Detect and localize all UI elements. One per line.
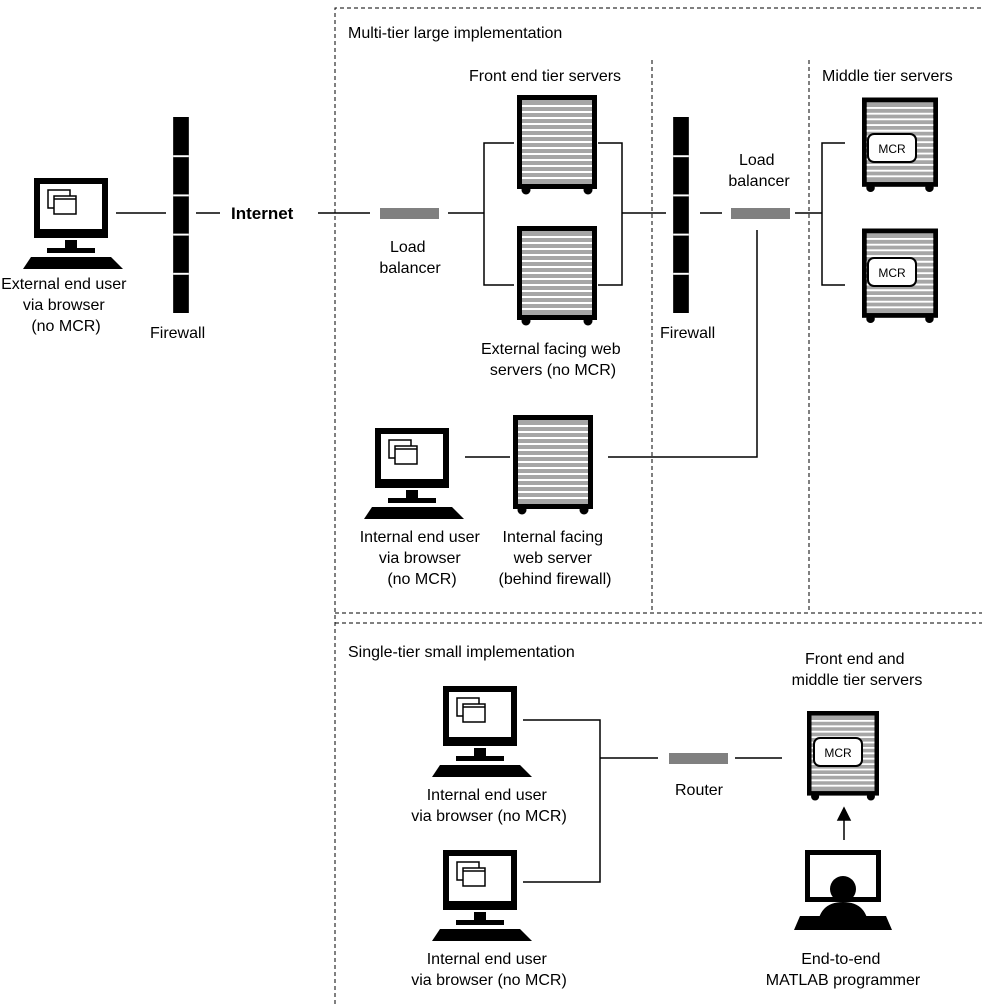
arrow-up-icon — [836, 806, 852, 840]
external-user-label: External end user via browser (no MCR) — [1, 276, 131, 335]
internal-web-server-icon — [513, 415, 593, 515]
firewall-mid-label: Firewall — [660, 325, 715, 342]
router-icon — [669, 753, 728, 764]
mcr-badge: MCR — [824, 746, 852, 760]
programmer-label: End-to-end MATLAB programmer — [766, 951, 921, 989]
firewall-left-label: Firewall — [150, 325, 205, 342]
internet-label: Internet — [231, 204, 294, 223]
internal-user-top-label: Internal end user via browser (no MCR) — [360, 529, 485, 588]
external-web-label: External facing web servers (no MCR) — [481, 341, 625, 379]
middle-tier-server-2: MCR — [862, 227, 938, 325]
internal-user-top-computer-icon — [364, 428, 464, 519]
external-user-computer-icon — [23, 178, 123, 269]
front-middle-label: Front end and middle tier servers — [792, 651, 923, 689]
load-balancer-2-label: Load balancer — [728, 152, 790, 190]
internal-user-2-computer-icon — [432, 850, 532, 941]
single-tier-title: Single-tier small implementation — [348, 644, 575, 661]
internal-user-1-label: Internal end user via browser (no MCR) — [411, 787, 567, 825]
middle-tier-server-1: MCR — [862, 96, 938, 194]
programmer-icon — [794, 850, 892, 930]
internal-user-2-label: Internal end user via browser (no MCR) — [411, 951, 567, 989]
mcr-badge: MCR — [878, 142, 906, 156]
internal-user-1-computer-icon — [432, 686, 532, 777]
router-label: Router — [675, 782, 724, 799]
internal-web-label: Internal facing web server (behind firew… — [499, 529, 612, 588]
firewall-mid-icon — [673, 117, 689, 313]
middle-tier-label: Middle tier servers — [822, 68, 953, 85]
front-end-tier-label: Front end tier servers — [469, 68, 621, 85]
load-balancer-1-icon — [380, 208, 439, 219]
multi-tier-title: Multi-tier large implementation — [348, 25, 562, 42]
firewall-left-icon — [173, 117, 189, 313]
front-end-server-1-icon — [517, 95, 597, 195]
front-end-server-2-icon — [517, 226, 597, 326]
front-middle-server: MCR — [807, 710, 879, 802]
load-balancer-1-label: Load balancer — [379, 239, 441, 277]
load-balancer-2-icon — [731, 208, 790, 219]
mcr-badge: MCR — [878, 266, 906, 280]
multi-tier-boundary — [334, 7, 982, 1004]
